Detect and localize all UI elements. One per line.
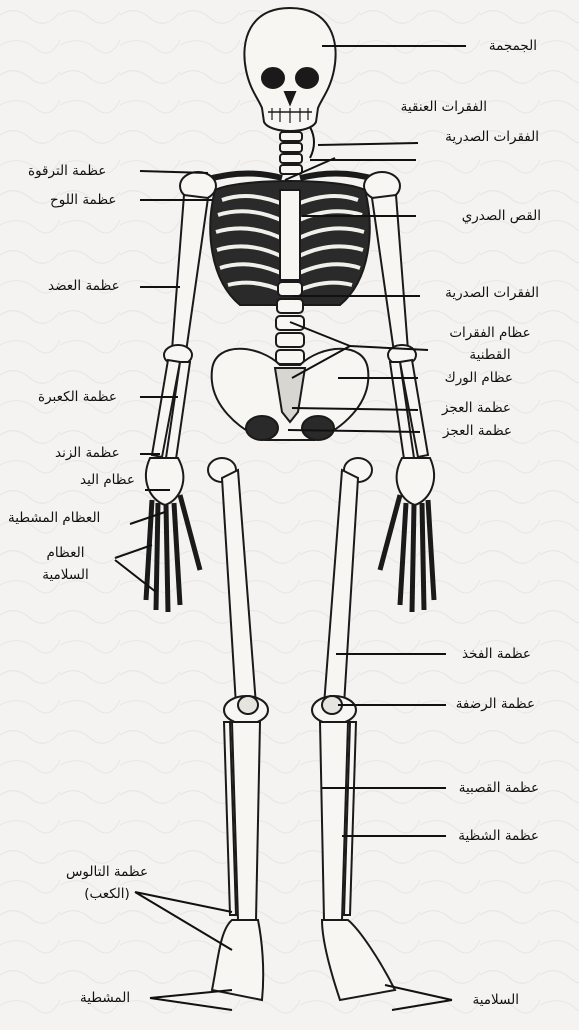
label-lumbar-vertebrae: عظام الفقرات القطنية xyxy=(445,322,535,366)
label-hip-bones: عظام الورك xyxy=(445,369,513,387)
label-metatarsals: المشطية xyxy=(80,989,130,1007)
label-shoulder-blade: عظمة اللوح xyxy=(50,191,117,209)
label-ulna: عظمة الزند xyxy=(55,444,120,462)
label-collarbone: عظمة الترقوة xyxy=(28,162,106,180)
cervical-spine xyxy=(280,132,302,174)
label-thoracic-vertebrae-mid: الفقرات الصدرية xyxy=(445,284,539,302)
label-phalanges-hand: العظام السلامية xyxy=(28,542,103,586)
label-humerus: عظمة العضد xyxy=(48,277,120,295)
label-talus: عظمة التالوس (الكعب) xyxy=(52,861,162,905)
sternum-shape xyxy=(280,190,300,280)
label-thoracic-vertebrae-top: الفقرات الصدرية xyxy=(445,128,539,146)
label-sacrum: عظمة العجز xyxy=(442,399,511,417)
label-metacarpals: العظام المشطية xyxy=(8,509,100,527)
label-coccyx: عظمة العجز xyxy=(443,422,512,440)
label-radius: عظمة الكعبرة xyxy=(38,388,117,406)
label-skull: الجمجمة xyxy=(489,37,537,55)
label-tibia: عظمة القصبية xyxy=(459,779,539,797)
label-fibula: عظمة الشظية xyxy=(458,827,539,845)
label-sternum: القص الصدري xyxy=(462,207,541,225)
label-hand-bones: عظام اليد xyxy=(80,471,135,489)
label-patella: عظمة الرضفة xyxy=(456,695,535,713)
label-cervical-vertebrae: الفقرات العنقية xyxy=(401,98,487,116)
label-phalanges-foot: السلامية xyxy=(472,991,519,1009)
label-femur: عظمة الفخذ xyxy=(462,645,531,663)
